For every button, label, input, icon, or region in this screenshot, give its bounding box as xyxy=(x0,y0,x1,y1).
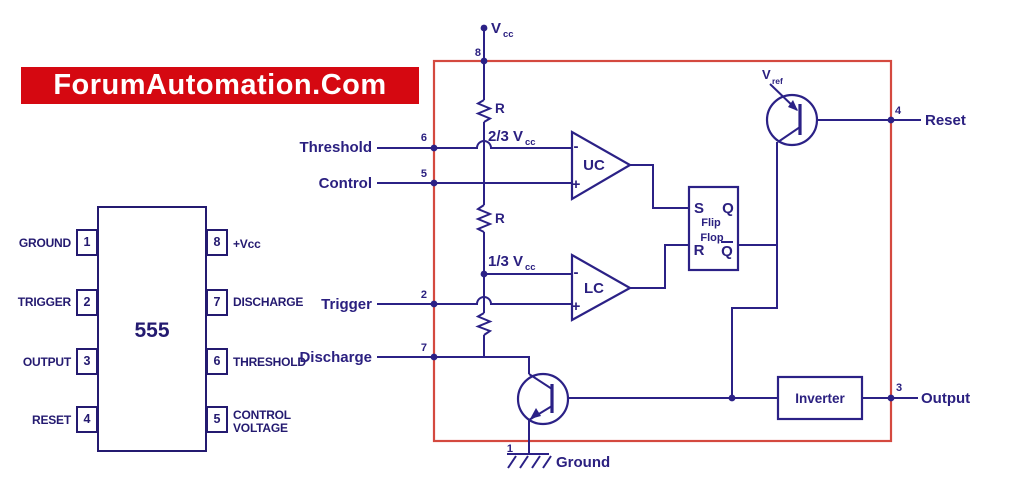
ff-q-label: Q xyxy=(722,200,734,217)
resistor-r2-label: R xyxy=(495,211,505,226)
two-thirds-vcc-sub: cc xyxy=(525,137,536,148)
pin-number-1: 1 xyxy=(507,443,513,455)
output-label: Output xyxy=(921,390,970,407)
pin-label-threshold: THRESHOLD xyxy=(233,355,306,369)
inverter-node-dot xyxy=(728,394,736,402)
reset-transistor-collector xyxy=(777,126,801,143)
pin-box-5: 5 xyxy=(206,406,228,433)
lc-minus-sign: - xyxy=(574,264,579,281)
vcc-terminal-dot xyxy=(480,24,488,32)
ff-flop-label: Flop xyxy=(700,232,723,244)
chip-name: 555 xyxy=(134,319,170,342)
threshold-wire xyxy=(377,140,572,149)
control-label: Control xyxy=(319,175,372,192)
discharge-transistor-circle xyxy=(516,372,570,426)
pin-number-3: 3 xyxy=(896,382,902,394)
lc-label: LC xyxy=(584,280,604,297)
uc-output-wire xyxy=(630,164,689,209)
lc-plus-sign: + xyxy=(572,298,581,315)
inverter-box xyxy=(776,375,864,421)
reset-transistor-arrow xyxy=(788,100,798,111)
reset-transistor-circle xyxy=(765,93,819,147)
two-thirds-vcc-label: 2/3 V xyxy=(488,128,523,145)
pin-label-output: OUTPUT xyxy=(22,355,71,369)
pin6-dot xyxy=(430,144,438,152)
ff-r-label: R xyxy=(694,242,705,259)
ff-s-label: S xyxy=(694,200,704,217)
ff-qbar-label: Q xyxy=(721,243,733,260)
ic-package-body xyxy=(97,206,207,452)
junction-dots xyxy=(430,24,895,402)
pin2-dot xyxy=(430,300,438,308)
pin7-dot xyxy=(430,353,438,361)
pin4-dot xyxy=(887,116,895,124)
trigger-wire xyxy=(377,296,572,305)
threshold-label: Threshold xyxy=(299,139,372,156)
ff-flip-label: Flip xyxy=(701,217,721,229)
lc-output-wire xyxy=(630,244,689,289)
pin-number-2: 2 xyxy=(421,289,427,301)
vcc-supply-sub: cc xyxy=(503,29,514,40)
pin-label-discharge: DISCHARGE xyxy=(233,295,304,309)
pin-box-8: 8 xyxy=(206,229,228,256)
pin3-dot xyxy=(887,394,895,402)
ground-hatches xyxy=(507,455,552,469)
reset-transistor xyxy=(765,83,819,147)
inverter-label: Inverter xyxy=(795,391,845,406)
lc-comparator xyxy=(570,253,633,322)
discharge-label: Discharge xyxy=(299,349,372,366)
pin-label-vcc: +Vcc xyxy=(233,237,261,251)
pin5-dot xyxy=(430,179,438,187)
ground-label: Ground xyxy=(556,454,610,471)
pin-box-4: 4 xyxy=(76,406,98,433)
pin-number-4: 4 xyxy=(895,105,902,117)
pin-number-6: 6 xyxy=(421,132,427,144)
pin-number-7: 7 xyxy=(421,342,427,354)
discharge-transistor-arrow xyxy=(530,408,541,419)
pin-box-2: 2 xyxy=(76,289,98,316)
reset-label: Reset xyxy=(925,112,966,129)
pin-box-6: 6 xyxy=(206,348,228,375)
pin-box-7: 7 xyxy=(206,289,228,316)
pin-label-ground: GROUND xyxy=(18,236,71,250)
vref-label: V xyxy=(762,67,771,82)
resistor-r1-label: R xyxy=(495,101,505,116)
ground-symbol xyxy=(507,453,552,469)
vref-sub: ref xyxy=(772,76,783,86)
discharge-transistor xyxy=(516,372,570,426)
discharge-transistor-collector xyxy=(528,373,553,390)
pin-label-reset: RESET xyxy=(31,413,71,427)
pin-box-3: 3 xyxy=(76,348,98,375)
pin-number-8: 8 xyxy=(475,47,481,59)
pin-box-1: 1 xyxy=(76,229,98,256)
one-third-vcc-label: 1/3 V xyxy=(488,253,523,270)
ic-boundary-box xyxy=(432,59,893,443)
flip-flop-box xyxy=(687,185,740,272)
resistor-r3 xyxy=(475,312,493,336)
uc-minus-sign: - xyxy=(574,138,579,155)
one-third-vcc-sub: cc xyxy=(525,262,536,273)
trigger-label: Trigger xyxy=(321,296,372,313)
pin8-dot xyxy=(480,57,488,65)
discharge-wire xyxy=(377,356,530,374)
resistor-r2 xyxy=(475,204,493,233)
resistor-r1 xyxy=(475,99,493,123)
pin-number-5: 5 xyxy=(421,168,427,180)
vcc-supply-label: V xyxy=(491,20,501,37)
pin-label-control-voltage: CONTROL VOLTAGE xyxy=(233,408,291,435)
uc-label: UC xyxy=(583,157,605,174)
site-banner: ForumAutomation.Com xyxy=(21,67,419,104)
reset-transistor-collector-wire xyxy=(731,142,778,398)
uc-comparator xyxy=(570,130,633,201)
one-third-node-dot xyxy=(480,270,488,278)
uc-plus-sign: + xyxy=(572,176,581,193)
pin-label-trigger: TRIGGER xyxy=(17,295,71,309)
